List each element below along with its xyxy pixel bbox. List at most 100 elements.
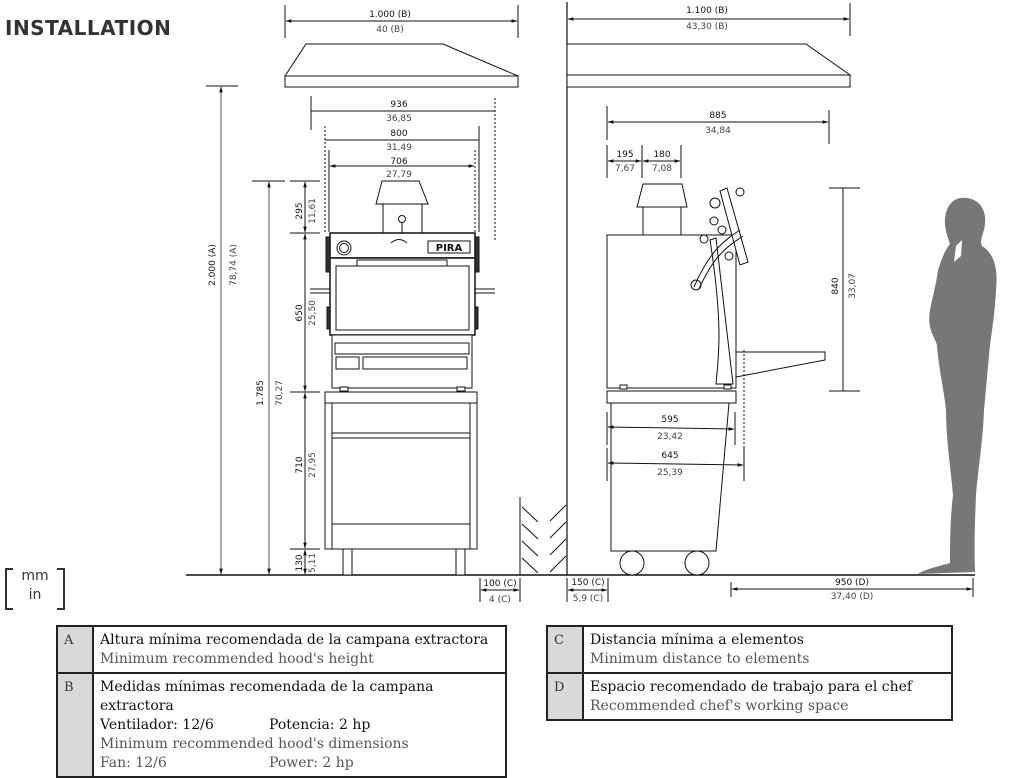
page-title: INSTALLATION: [5, 16, 172, 40]
legend-row: C Distancia mínima a elementos Minimum d…: [546, 625, 953, 674]
side-dim-labels: 1.100 (B) 43,30 (B) 885 34,84 195 7,67 1…: [571, 6, 873, 604]
dim-label: 5,11: [308, 553, 318, 573]
legend-es: Medidas mínimas recomendada de la campan…: [100, 679, 434, 714]
dim-label: 1.000 (B): [369, 10, 411, 20]
legend-en-fan: Fan: 12/6: [100, 755, 167, 771]
front-hood: [284, 43, 519, 88]
dim-front-800: [324, 126, 480, 232]
legend-text: Altura mínima recomendada de la campana …: [92, 625, 507, 674]
dim-label: 2.000 (A): [208, 244, 218, 286]
dim-label: 36,85: [386, 114, 412, 124]
bracket-right: [57, 568, 65, 610]
dim-side-oven-height: [829, 187, 860, 392]
legend-en: Minimum distance to elements: [590, 651, 810, 667]
legend-es: Distancia mínima a elementos: [590, 632, 804, 648]
dim-label: 43,30 (B): [686, 22, 728, 32]
legend-en-power: Power: 2 hp: [269, 755, 354, 771]
dim-label: 885: [709, 111, 726, 121]
dim-front-clearance: [479, 578, 521, 602]
side-cabinet: [606, 390, 737, 576]
dim-label: 840: [831, 277, 841, 294]
dim-label: 180: [653, 150, 670, 160]
dim-label: 78,74 (A): [229, 244, 239, 286]
legend-key: B: [56, 672, 94, 778]
front-cabinet: [324, 391, 478, 576]
wall-hatch-icon: [519, 2, 568, 575]
dim-label: 27,95: [308, 452, 318, 478]
dim-label: 1.785: [256, 380, 266, 406]
front-oven: PIRA: [310, 232, 495, 392]
dim-label: 950 (D): [835, 578, 869, 588]
dim-front-total-height: [252, 180, 285, 575]
bracket-left: [5, 568, 13, 610]
dim-label: 31,49: [386, 143, 412, 153]
dim-side-base: [606, 412, 745, 481]
dim-label: 7,08: [652, 164, 672, 174]
dim-side-chef-space: [730, 578, 974, 597]
dim-label: 100 (C): [483, 579, 516, 589]
front-dim-labels: 1.000 (B) 40 (B) 936 36,85 800 31,49 706…: [208, 10, 517, 605]
dim-label: 4 (C): [489, 595, 511, 605]
legend-en: Recommended chef's working space: [590, 698, 849, 714]
dim-label: 11,61: [308, 198, 318, 224]
dim-side-chimney: [606, 145, 682, 178]
dim-label: 23,42: [657, 432, 683, 442]
brand-label: PIRA: [436, 243, 463, 254]
dim-label: 595: [661, 415, 678, 425]
units-indicator: mm in: [5, 566, 67, 610]
dim-label: 25,50: [308, 300, 318, 326]
legend-es: Espacio recomendado de trabajo para el c…: [590, 679, 913, 695]
legend-es-specs: Ventilador: 12/6 Potencia: 2 hp: [100, 716, 499, 735]
side-oven: [606, 187, 826, 450]
dim-side-clearance: [566, 578, 609, 602]
dim-label: 645: [661, 451, 678, 461]
dim-front-hood-width: [284, 5, 519, 38]
legend-es-fan: Ventilador: 12/6: [100, 717, 214, 733]
dim-label: 5,9 (C): [573, 594, 603, 604]
legend-es-power: Potencia: 2 hp: [269, 717, 371, 733]
unit-secondary: in: [28, 587, 42, 603]
front-chimney: [375, 180, 429, 234]
dim-label: 936: [390, 100, 407, 110]
side-view: [566, 3, 997, 602]
dim-label: 70,27: [275, 380, 285, 406]
legend-row: B Medidas mínimas recomendada de la camp…: [56, 672, 507, 778]
unit-primary: mm: [21, 568, 49, 584]
dim-front-stack: [290, 180, 320, 575]
dim-side-depth: [606, 106, 830, 144]
legend-row: D Espacio recomendado de trabajo para el…: [546, 672, 953, 721]
legend-text: Espacio recomendado de trabajo para el c…: [582, 672, 953, 721]
legend-table-left: A Altura mínima recomendada de la campan…: [56, 625, 507, 778]
legend-table-right: C Distancia mínima a elementos Minimum d…: [546, 625, 953, 721]
dim-side-hood-width: [566, 3, 851, 36]
dim-label: 710: [295, 456, 305, 473]
person-silhouette-icon: [918, 197, 997, 575]
dim-label: 130: [295, 554, 305, 571]
dim-label: 706: [390, 157, 407, 167]
dim-label: 150 (C): [571, 578, 604, 588]
gauge-icon: [336, 240, 352, 256]
dim-label: 34,84: [705, 126, 731, 136]
legend-en: Minimum recommended hood's height: [100, 651, 374, 667]
front-view: PIRA: [186, 2, 568, 602]
dim-label: 295: [295, 202, 305, 219]
dim-label: 40 (B): [376, 25, 404, 35]
legend-key: C: [546, 625, 584, 674]
dim-front-936: [310, 96, 496, 240]
side-chimney: [636, 183, 688, 236]
dim-label: 27,79: [386, 170, 412, 180]
legend-text: Medidas mínimas recomendada de la campan…: [92, 672, 507, 778]
legend-row: A Altura mínima recomendada de la campan…: [56, 625, 507, 674]
legend-es: Altura mínima recomendada de la campana …: [100, 632, 489, 648]
dim-front-hood-height: [206, 85, 238, 575]
dim-label: 800: [390, 129, 407, 139]
dim-label: 7,67: [615, 164, 635, 174]
legend-key: D: [546, 672, 584, 721]
side-hood: [566, 43, 852, 88]
legend-text: Distancia mínima a elementos Minimum dis…: [582, 625, 953, 674]
dim-label: 33,07: [848, 273, 858, 299]
dim-label: 25,39: [657, 468, 683, 478]
dim-front-706: [328, 150, 476, 232]
dim-label: 1.100 (B): [686, 6, 728, 16]
